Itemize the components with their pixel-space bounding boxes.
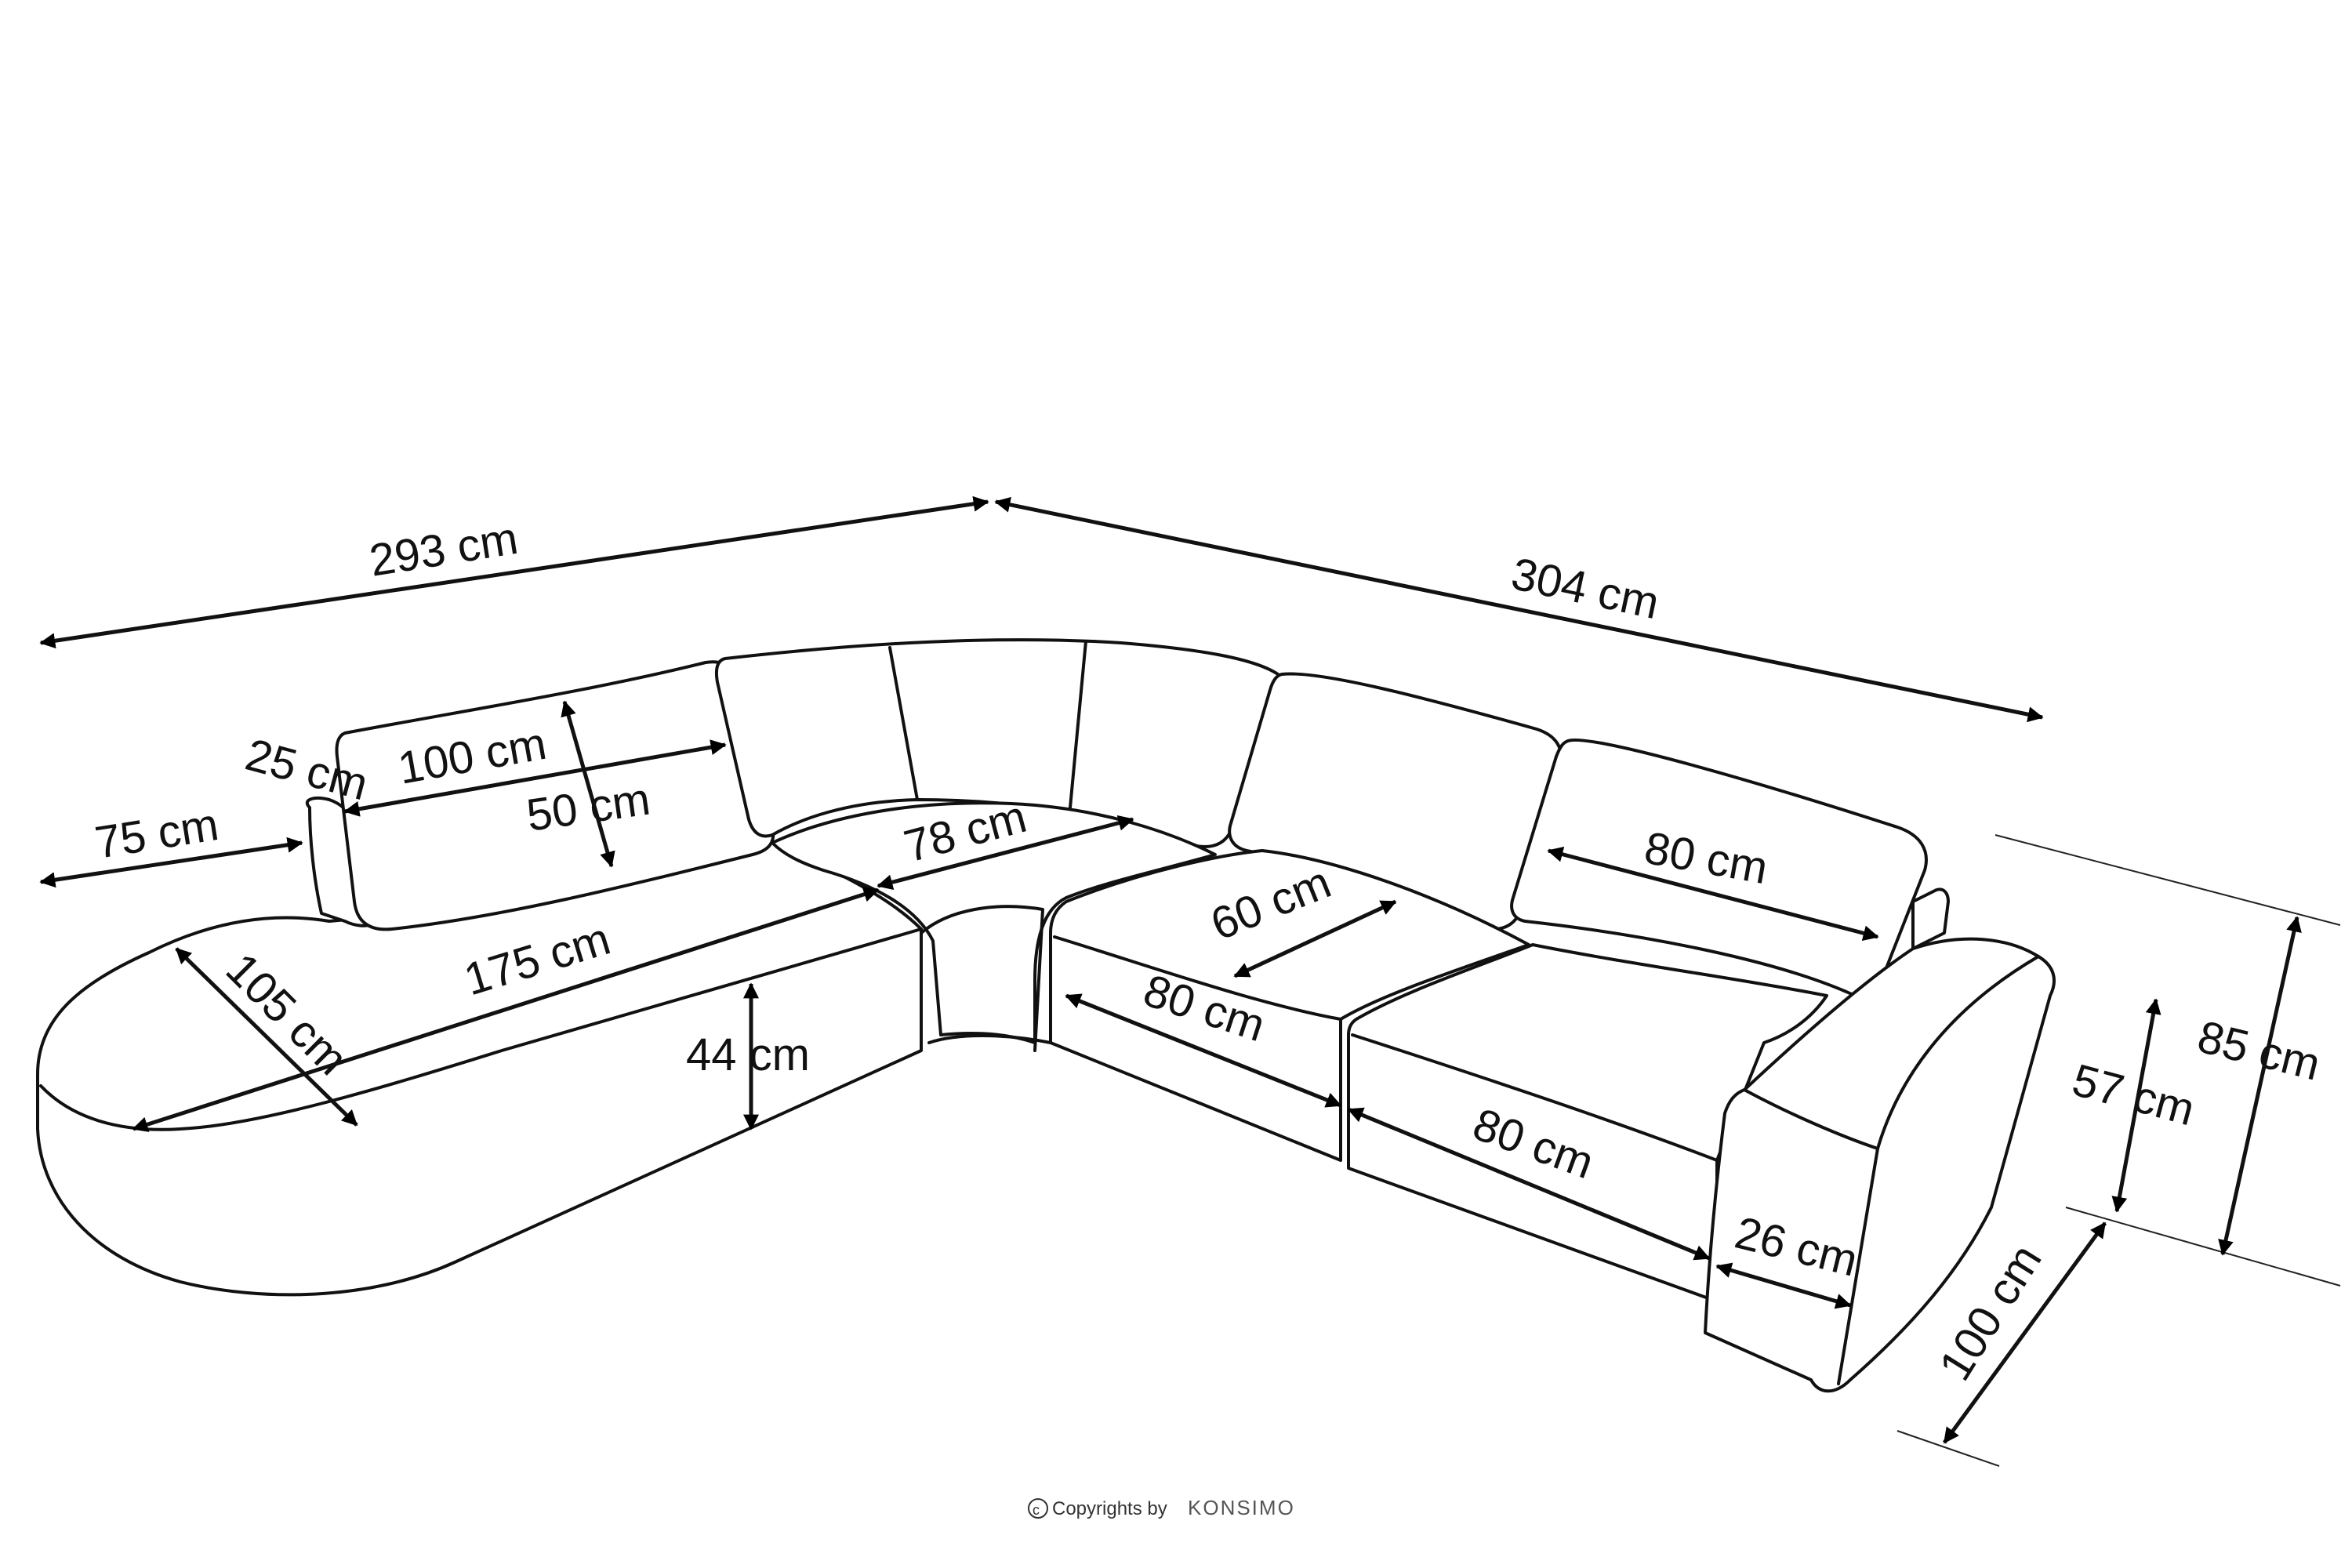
arrow-105cm (175, 947, 358, 1127)
corner-seat-rim (927, 1034, 1052, 1044)
label-304cm: 304 cm (1507, 548, 1664, 629)
right-armrest-top (1743, 955, 2040, 1150)
label-85cm: 85 cm (2193, 1011, 2325, 1091)
arrow-293cm (39, 495, 989, 649)
arrow-80cm-module-2 (1347, 1107, 1711, 1261)
arrow-100cm-left (343, 739, 727, 817)
copyright-footer: c Copyrights by KONSIMO (1028, 1496, 1295, 1519)
arrow-60cm (1233, 899, 1397, 978)
arrow-85cm (2218, 916, 2302, 1256)
brand-name: KONSIMO (1188, 1496, 1295, 1519)
extension-lines (1896, 834, 2341, 1467)
corner-seat-front (920, 905, 1044, 1052)
arrow-80cm-top (1547, 846, 1879, 942)
label-44cm: 44 cm (686, 1029, 810, 1080)
arrow-304cm (994, 496, 2044, 723)
arrow-57cm (2111, 998, 2161, 1213)
arrow-26cm (1715, 1262, 1852, 1309)
right-armrest-edge (1837, 1147, 1879, 1385)
ext-line-bottom (1896, 1430, 2000, 1467)
corner-back-seam-1 (888, 646, 919, 801)
arrow-50cm (561, 700, 615, 868)
arrow-78cm (877, 815, 1134, 891)
copyright-text: Copyrights by (1052, 1498, 1167, 1519)
copyright-icon (1028, 1498, 1048, 1519)
ext-line-top (1994, 834, 2341, 926)
arrow-75cm (39, 837, 303, 888)
arrow-80cm-module-1 (1065, 993, 1342, 1108)
ext-line-middle (2065, 1207, 2341, 1287)
copyright-icon-glyph: c (1033, 1502, 1040, 1518)
right-armrest-back (1911, 887, 1950, 950)
arrow-100cm-depth (1942, 1221, 2107, 1444)
dimension-arrows (39, 495, 2302, 1444)
